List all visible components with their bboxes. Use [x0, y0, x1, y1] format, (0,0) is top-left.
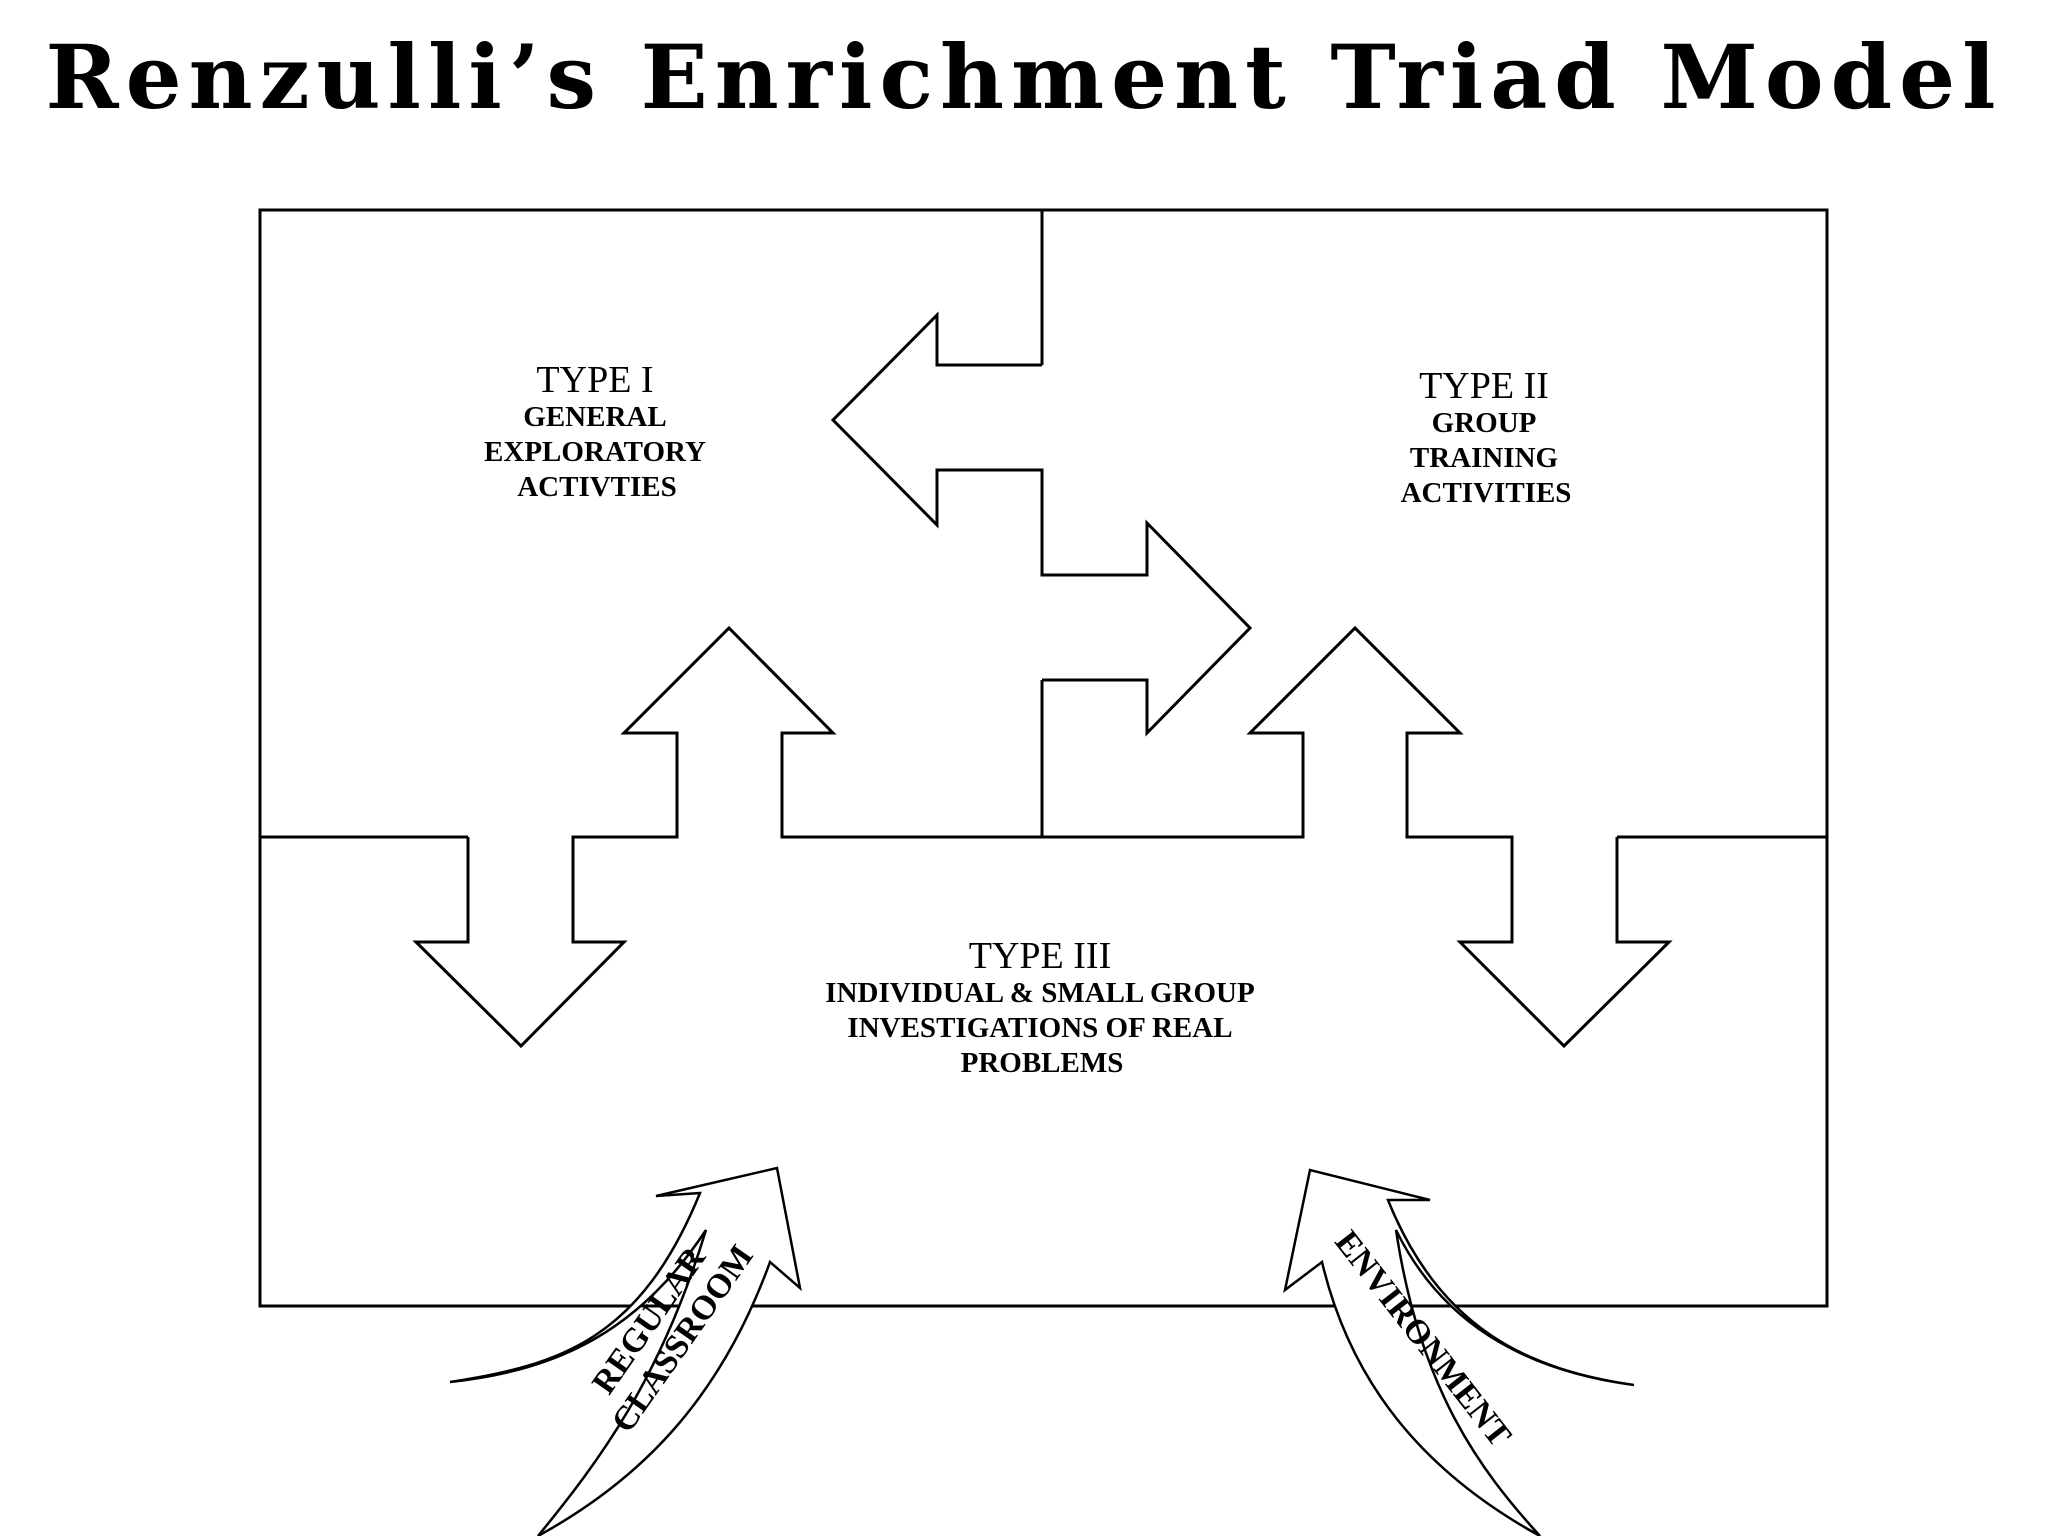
type2-heading: TYPE II — [1419, 365, 1549, 407]
type2-line: GROUP — [1432, 407, 1537, 439]
type3-line: INDIVIDUAL & SMALL GROUP — [825, 977, 1254, 1009]
type2-line: ACTIVITIES — [1401, 477, 1572, 509]
type3-heading: TYPE III — [969, 935, 1111, 977]
slide-title: Renzulli’s Enrichment Triad Model — [45, 25, 2003, 129]
type1-text: TYPE I GENERAL EXPLORATORY ACTIVTIES — [484, 359, 710, 503]
type2-line: TRAINING — [1410, 442, 1558, 474]
type2-text: TYPE II GROUP TRAINING ACTIVITIES — [1401, 365, 1572, 509]
environment-arrow — [1283, 1168, 1635, 1536]
type3-line: PROBLEMS — [961, 1047, 1124, 1079]
type3-text: TYPE III INDIVIDUAL & SMALL GROUP INVEST… — [825, 935, 1258, 1079]
type1-line: EXPLORATORY — [484, 436, 706, 468]
type1-line: GENERAL — [523, 401, 666, 433]
arrow-type2-to-type1 — [830, 311, 1253, 737]
regular-classroom-arrow — [449, 1166, 802, 1536]
type1-heading: TYPE I — [536, 359, 653, 401]
arrow-type2-type3 — [1042, 625, 1673, 1049]
type1-line: ACTIVTIES — [517, 471, 677, 503]
arrow-type1-type3 — [412, 625, 1042, 1049]
type3-line: INVESTIGATIONS OF REAL — [847, 1012, 1232, 1044]
